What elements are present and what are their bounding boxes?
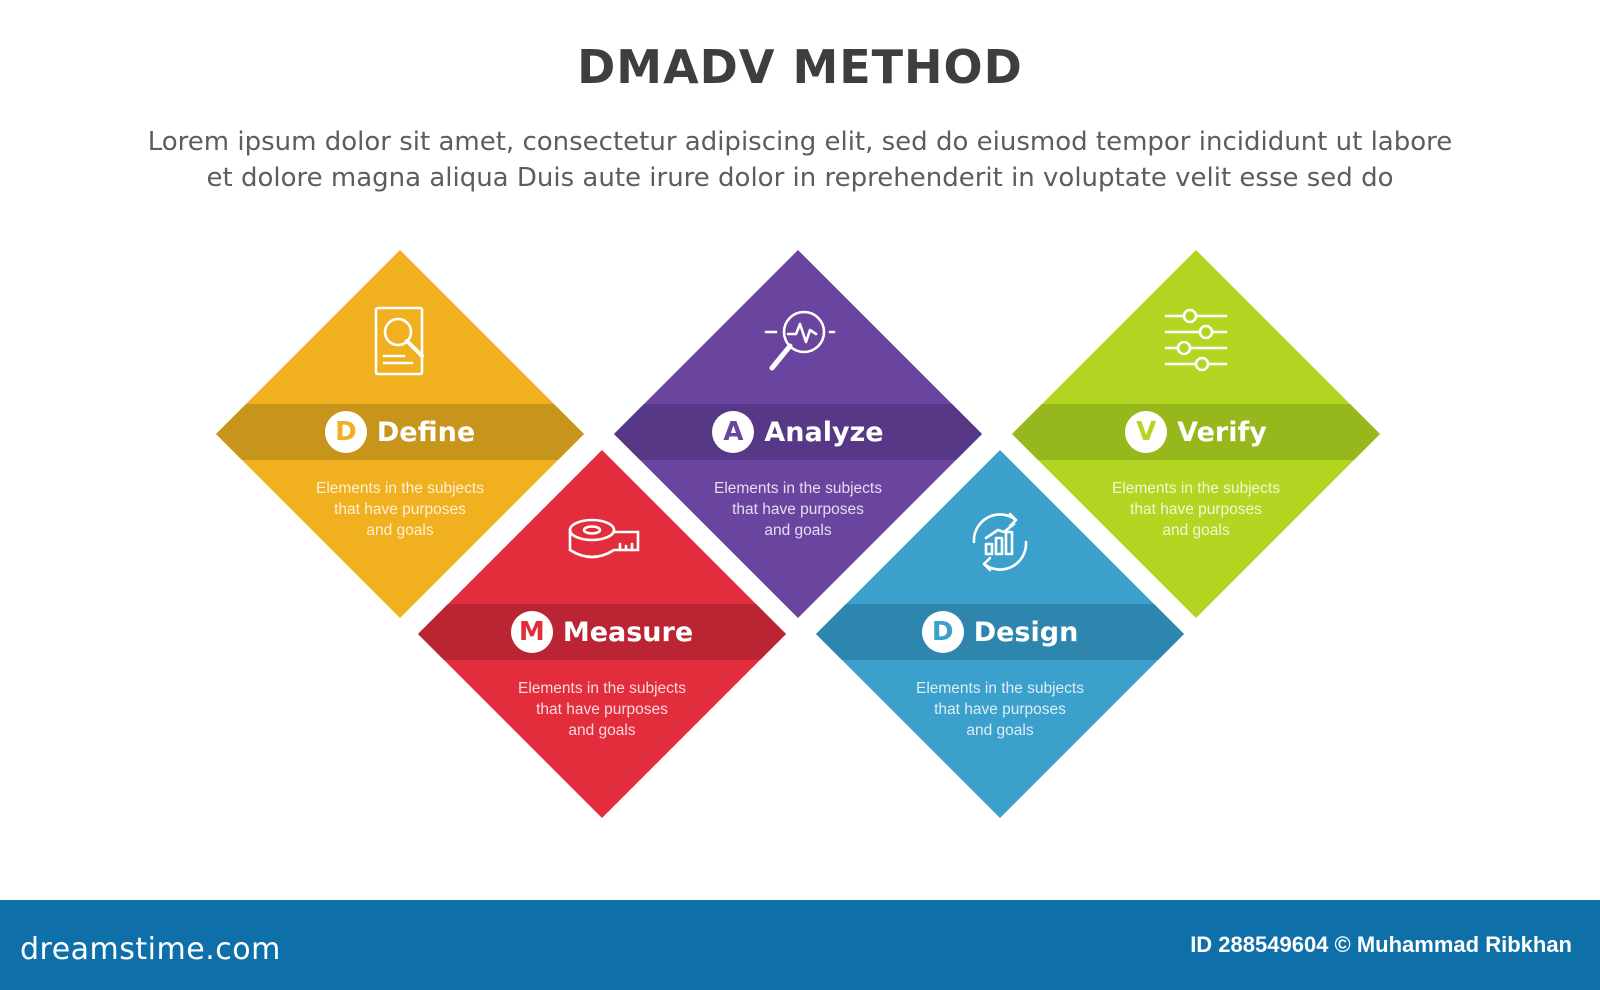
subtitle-line-1: Lorem ipsum dolor sit amet, consectetur … bbox=[147, 127, 1453, 157]
step-label-row: D Design bbox=[816, 604, 1184, 660]
subtitle-line-2: et dolore magna aliqua Duis aute irure d… bbox=[206, 163, 1394, 193]
step-label-row: M Measure bbox=[418, 604, 786, 660]
diamond-shape bbox=[614, 250, 982, 618]
step-letter-badge: V bbox=[1125, 411, 1168, 453]
step-letter-badge: M bbox=[510, 611, 553, 653]
growth-cycle-icon bbox=[972, 512, 1028, 572]
document-search-icon bbox=[374, 306, 424, 376]
magnifier-chart-icon bbox=[764, 310, 836, 371]
step-letter-badge: A bbox=[712, 411, 755, 453]
step-letter-badge: D bbox=[921, 611, 964, 653]
footer-bar: dreamstime.com ID 288549604 © Muhammad R… bbox=[0, 900, 1600, 990]
step-label: Design bbox=[973, 616, 1079, 648]
step-label-row: A Analyze bbox=[614, 404, 982, 460]
measuring-tape-icon bbox=[568, 518, 640, 559]
step-label-row: D Define bbox=[216, 404, 584, 460]
image-credit: ID 288549604 © Muhammad Ribkhan bbox=[1190, 932, 1572, 957]
brand-logo: dreamstime.com bbox=[20, 932, 281, 967]
diamond-shape bbox=[418, 450, 786, 818]
diamond-shape bbox=[216, 250, 584, 618]
step-letter-badge: D bbox=[324, 411, 367, 453]
sliders-icon bbox=[1164, 308, 1228, 372]
diamond-shape bbox=[1012, 250, 1380, 618]
page-title: DMADV METHOD bbox=[577, 40, 1023, 94]
step-label: Analyze bbox=[764, 416, 884, 448]
page-subtitle: Lorem ipsum dolor sit amet, consectetur … bbox=[60, 124, 1540, 196]
step-label: Measure bbox=[562, 616, 694, 648]
step-label: Define bbox=[376, 416, 476, 448]
step-label: Verify bbox=[1177, 416, 1267, 448]
step-label-row: V Verify bbox=[1012, 404, 1380, 460]
diamond-shape bbox=[816, 450, 1184, 818]
